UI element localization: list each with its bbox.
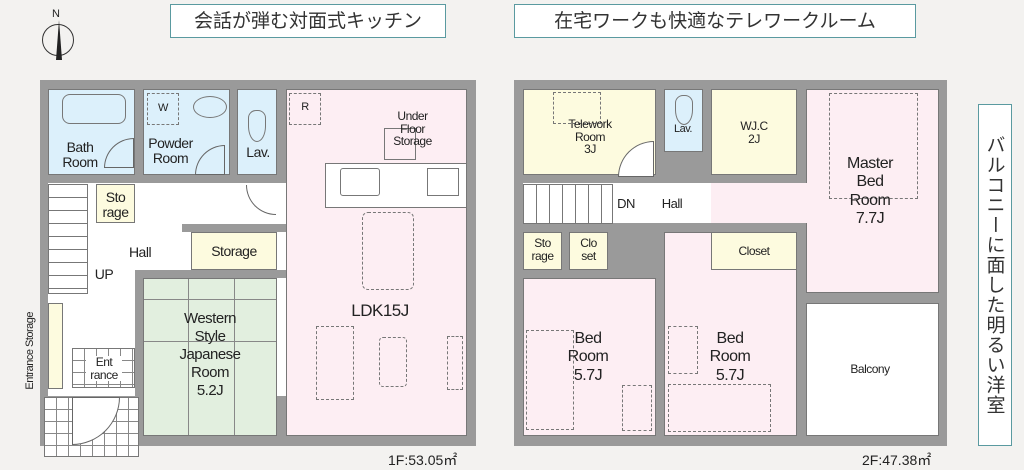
- storage-1f-label: Storage: [211, 243, 257, 259]
- refrigerator-space: [289, 93, 321, 125]
- bed-2: [668, 384, 771, 432]
- dining-table: [362, 212, 414, 290]
- kitchen-sink: [340, 168, 380, 196]
- hall-1f-label: Hall: [128, 244, 152, 260]
- telework-banner: 在宅ワークも快適なテレワークルーム: [514, 4, 916, 38]
- japanese-room: [143, 278, 277, 436]
- ldk-label: LDK15J: [351, 301, 409, 320]
- north-label: N: [52, 8, 60, 20]
- stove: [427, 168, 459, 196]
- compass-needle-icon: [56, 20, 62, 60]
- entrance-storage: [48, 303, 63, 389]
- lav-2f-label: Lav.: [674, 123, 692, 135]
- walk-in-closet-label: WJ.C 2J: [740, 119, 768, 146]
- kitchen-banner: 会話が弾む対面式キッチン: [170, 4, 446, 38]
- under-floor-storage-label: Under Floor Storage: [393, 109, 432, 149]
- lav-1f-label: Lav.: [246, 144, 270, 160]
- floor2-area: 2F:47.38㎡: [862, 452, 932, 468]
- bathtub: [62, 94, 126, 124]
- powder-room-label: Powder Room: [148, 135, 193, 166]
- desk-2: [668, 326, 698, 374]
- balcony-room-banner: バルコニーに面した明るい洋室: [978, 104, 1012, 446]
- closet-2f: [711, 232, 797, 270]
- staircase-2f: [523, 184, 613, 224]
- compass: N: [38, 8, 76, 60]
- closet-small-2f: [569, 232, 608, 270]
- coffee-table: [379, 337, 407, 387]
- bedroom-1: [523, 278, 656, 436]
- wall: [136, 270, 286, 278]
- bedroom-2-label: Bed Room 5.7J: [709, 330, 751, 384]
- sofa: [316, 326, 354, 400]
- washer-space: [147, 93, 179, 125]
- kitchen-counter: [325, 163, 467, 208]
- refrigerator-label: R: [301, 101, 309, 113]
- storage-1f: [191, 232, 277, 270]
- master-bedroom-label: Master Bed Room 7.7J: [847, 155, 893, 228]
- storage-2f: [523, 232, 562, 270]
- entrance-label: Ent rance: [86, 356, 122, 382]
- japanese-room-label: Western Style Japanese Room 5.2J: [179, 310, 241, 399]
- wall: [135, 270, 143, 446]
- toilet-1f: [248, 110, 266, 142]
- washer-label: W: [158, 102, 168, 114]
- staircase-1f: [48, 184, 88, 294]
- walk-in-closet: [711, 89, 797, 175]
- closet-2f-label: Closet: [738, 244, 770, 258]
- floor1-area: 1F:53.05㎡: [388, 452, 458, 468]
- up-label: UP: [94, 266, 114, 282]
- master-bedroom-entry: [711, 183, 807, 223]
- storage-small-1f: [96, 184, 135, 223]
- balcony: [806, 303, 939, 436]
- telework-room-label: Telework Room 3J: [568, 117, 612, 157]
- entrance-storage-label: Entrance Storage: [24, 311, 37, 390]
- master-bed: [829, 93, 918, 199]
- desk: [553, 92, 601, 124]
- hall-2f-label: Hall: [661, 196, 683, 211]
- washbasin: [193, 96, 227, 118]
- toilet-2f: [675, 95, 693, 125]
- wall: [182, 224, 286, 232]
- bed-1: [526, 330, 574, 430]
- storage-small-1f-label: Sto rage: [102, 189, 129, 220]
- tv-board: [447, 336, 463, 390]
- bath-room-label: Bath Room: [62, 139, 98, 170]
- storage-2f-label: Sto rage: [531, 236, 554, 263]
- bedroom-1-label: Bed Room 5.7J: [567, 330, 609, 384]
- master-bedroom: [806, 89, 939, 293]
- closet-small-2f-label: Clo set: [580, 236, 597, 263]
- desk-1: [622, 385, 652, 431]
- dn-label: DN: [617, 196, 635, 211]
- balcony-label: Balcony: [850, 362, 890, 376]
- under-floor-storage-hatch: [384, 128, 416, 160]
